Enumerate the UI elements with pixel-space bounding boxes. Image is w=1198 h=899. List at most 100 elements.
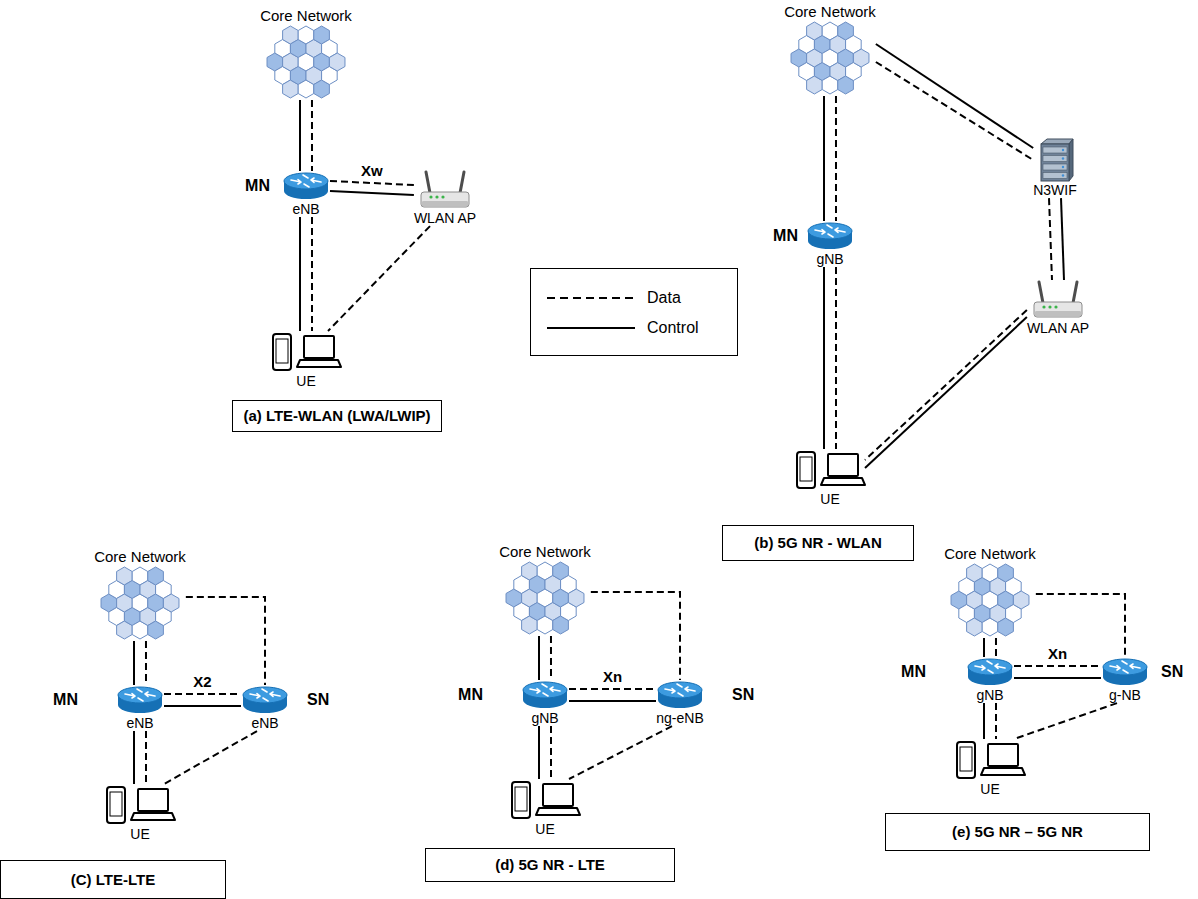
node-role-label: MN [53, 691, 78, 709]
user-equipment: UE [955, 739, 1025, 797]
interface-label: X2 [191, 673, 213, 690]
data-link [550, 726, 552, 779]
control-link [538, 726, 540, 779]
base-station-router-graphic [656, 680, 704, 710]
control-link [865, 317, 1027, 468]
control-link [1061, 198, 1064, 280]
interface-label: Xw [359, 162, 385, 179]
legend-line [547, 297, 635, 299]
n3wif-server: N3WIF [1033, 138, 1077, 198]
caption-box: (e) 5G NR – 5G NR [885, 813, 1150, 851]
data-link [1014, 665, 1101, 667]
data-link [865, 310, 1027, 460]
data-link [835, 96, 837, 221]
control-link [299, 217, 301, 331]
node-label: g-NB [1109, 687, 1141, 703]
node-label: UE [535, 821, 554, 837]
user-equipment-graphic [955, 739, 1025, 781]
caption-box: (C) LTE-LTE [0, 860, 226, 899]
node-label: eNB [126, 715, 153, 731]
legend-sample [547, 292, 637, 304]
node-label: Core Network [944, 545, 1036, 562]
data-link [164, 693, 241, 695]
node-role-label: MN [773, 227, 798, 245]
user-equipment-graphic [510, 779, 580, 821]
core-network-icon-graphic [100, 565, 180, 641]
n3wif-server-graphic [1035, 138, 1075, 182]
core-network-icon-graphic [266, 24, 346, 100]
node-label: eNB [251, 715, 278, 731]
wlan-access-point-graphic [1030, 280, 1086, 320]
base-station-router: eNB [282, 171, 330, 217]
node-label: Core Network [499, 543, 591, 560]
node-role-label: SN [732, 686, 754, 704]
node-label: eNB [292, 201, 319, 217]
control-link [983, 703, 985, 739]
data-link [145, 641, 147, 685]
core-network-icon: Core Network [499, 543, 591, 636]
data-link [591, 592, 680, 680]
data-link [311, 217, 313, 331]
base-station-router-graphic [241, 685, 289, 715]
node-label: N3WIF [1033, 182, 1077, 198]
control-link [299, 100, 301, 171]
interface-label: Xn [601, 668, 624, 685]
base-station-router: gNB [521, 680, 569, 726]
core-network-icon: Core Network [784, 3, 876, 96]
data-link [186, 597, 265, 685]
control-link [164, 705, 241, 707]
caption-text: (a) LTE-WLAN (LWA/LWIP) [235, 407, 438, 424]
data-link [569, 726, 672, 779]
control-link [983, 638, 985, 657]
base-station-router-graphic [966, 657, 1014, 687]
node-role-label: MN [458, 686, 483, 704]
user-equipment: UE [105, 784, 175, 842]
core-network-icon-graphic [950, 562, 1030, 638]
control-link [876, 44, 1033, 148]
base-station-router-graphic [282, 171, 330, 201]
user-equipment-graphic [105, 784, 175, 826]
wlan-access-point-graphic [417, 170, 473, 210]
data-link [164, 731, 257, 784]
data-link [330, 181, 414, 185]
node-label: UE [296, 373, 315, 389]
wlan-access-point: WLAN AP [414, 170, 476, 226]
data-link [550, 636, 552, 680]
user-equipment: UE [795, 449, 865, 507]
user-equipment-graphic [795, 449, 865, 491]
core-network-icon: Core Network [260, 7, 352, 100]
base-station-router: ng-eNB [656, 680, 704, 726]
legend-line [547, 327, 635, 329]
node-label: Core Network [94, 548, 186, 565]
base-station-router-graphic [116, 685, 164, 715]
node-role-label: SN [1161, 663, 1183, 681]
legend-text: Data [647, 289, 681, 307]
data-link [569, 688, 656, 690]
node-label: gNB [531, 710, 558, 726]
control-link [133, 641, 135, 685]
node-role-label: MN [901, 663, 926, 681]
data-link [1049, 198, 1052, 280]
node-label: UE [980, 781, 999, 797]
base-station-router: gNB [806, 221, 854, 267]
base-station-router-graphic [521, 680, 569, 710]
node-label: UE [130, 826, 149, 842]
node-label: WLAN AP [414, 210, 476, 226]
caption-text: (d) 5G NR - LTE [487, 856, 613, 873]
caption-text: (C) LTE-LTE [63, 871, 163, 888]
base-station-router-graphic [806, 221, 854, 251]
base-station-router: eNB [116, 685, 164, 731]
control-link [823, 96, 825, 221]
interface-label: Xn [1046, 645, 1069, 662]
core-network-icon-graphic [790, 20, 870, 96]
base-station-router: gNB [966, 657, 1014, 703]
legend-entry: Control [547, 313, 737, 343]
data-link [876, 62, 1033, 160]
control-link [823, 267, 825, 449]
node-label: gNB [816, 251, 843, 267]
node-label: ng-eNB [656, 710, 703, 726]
node-label: WLAN AP [1027, 320, 1089, 336]
legend-entry: Data [547, 283, 737, 313]
base-station-router: eNB [241, 685, 289, 731]
